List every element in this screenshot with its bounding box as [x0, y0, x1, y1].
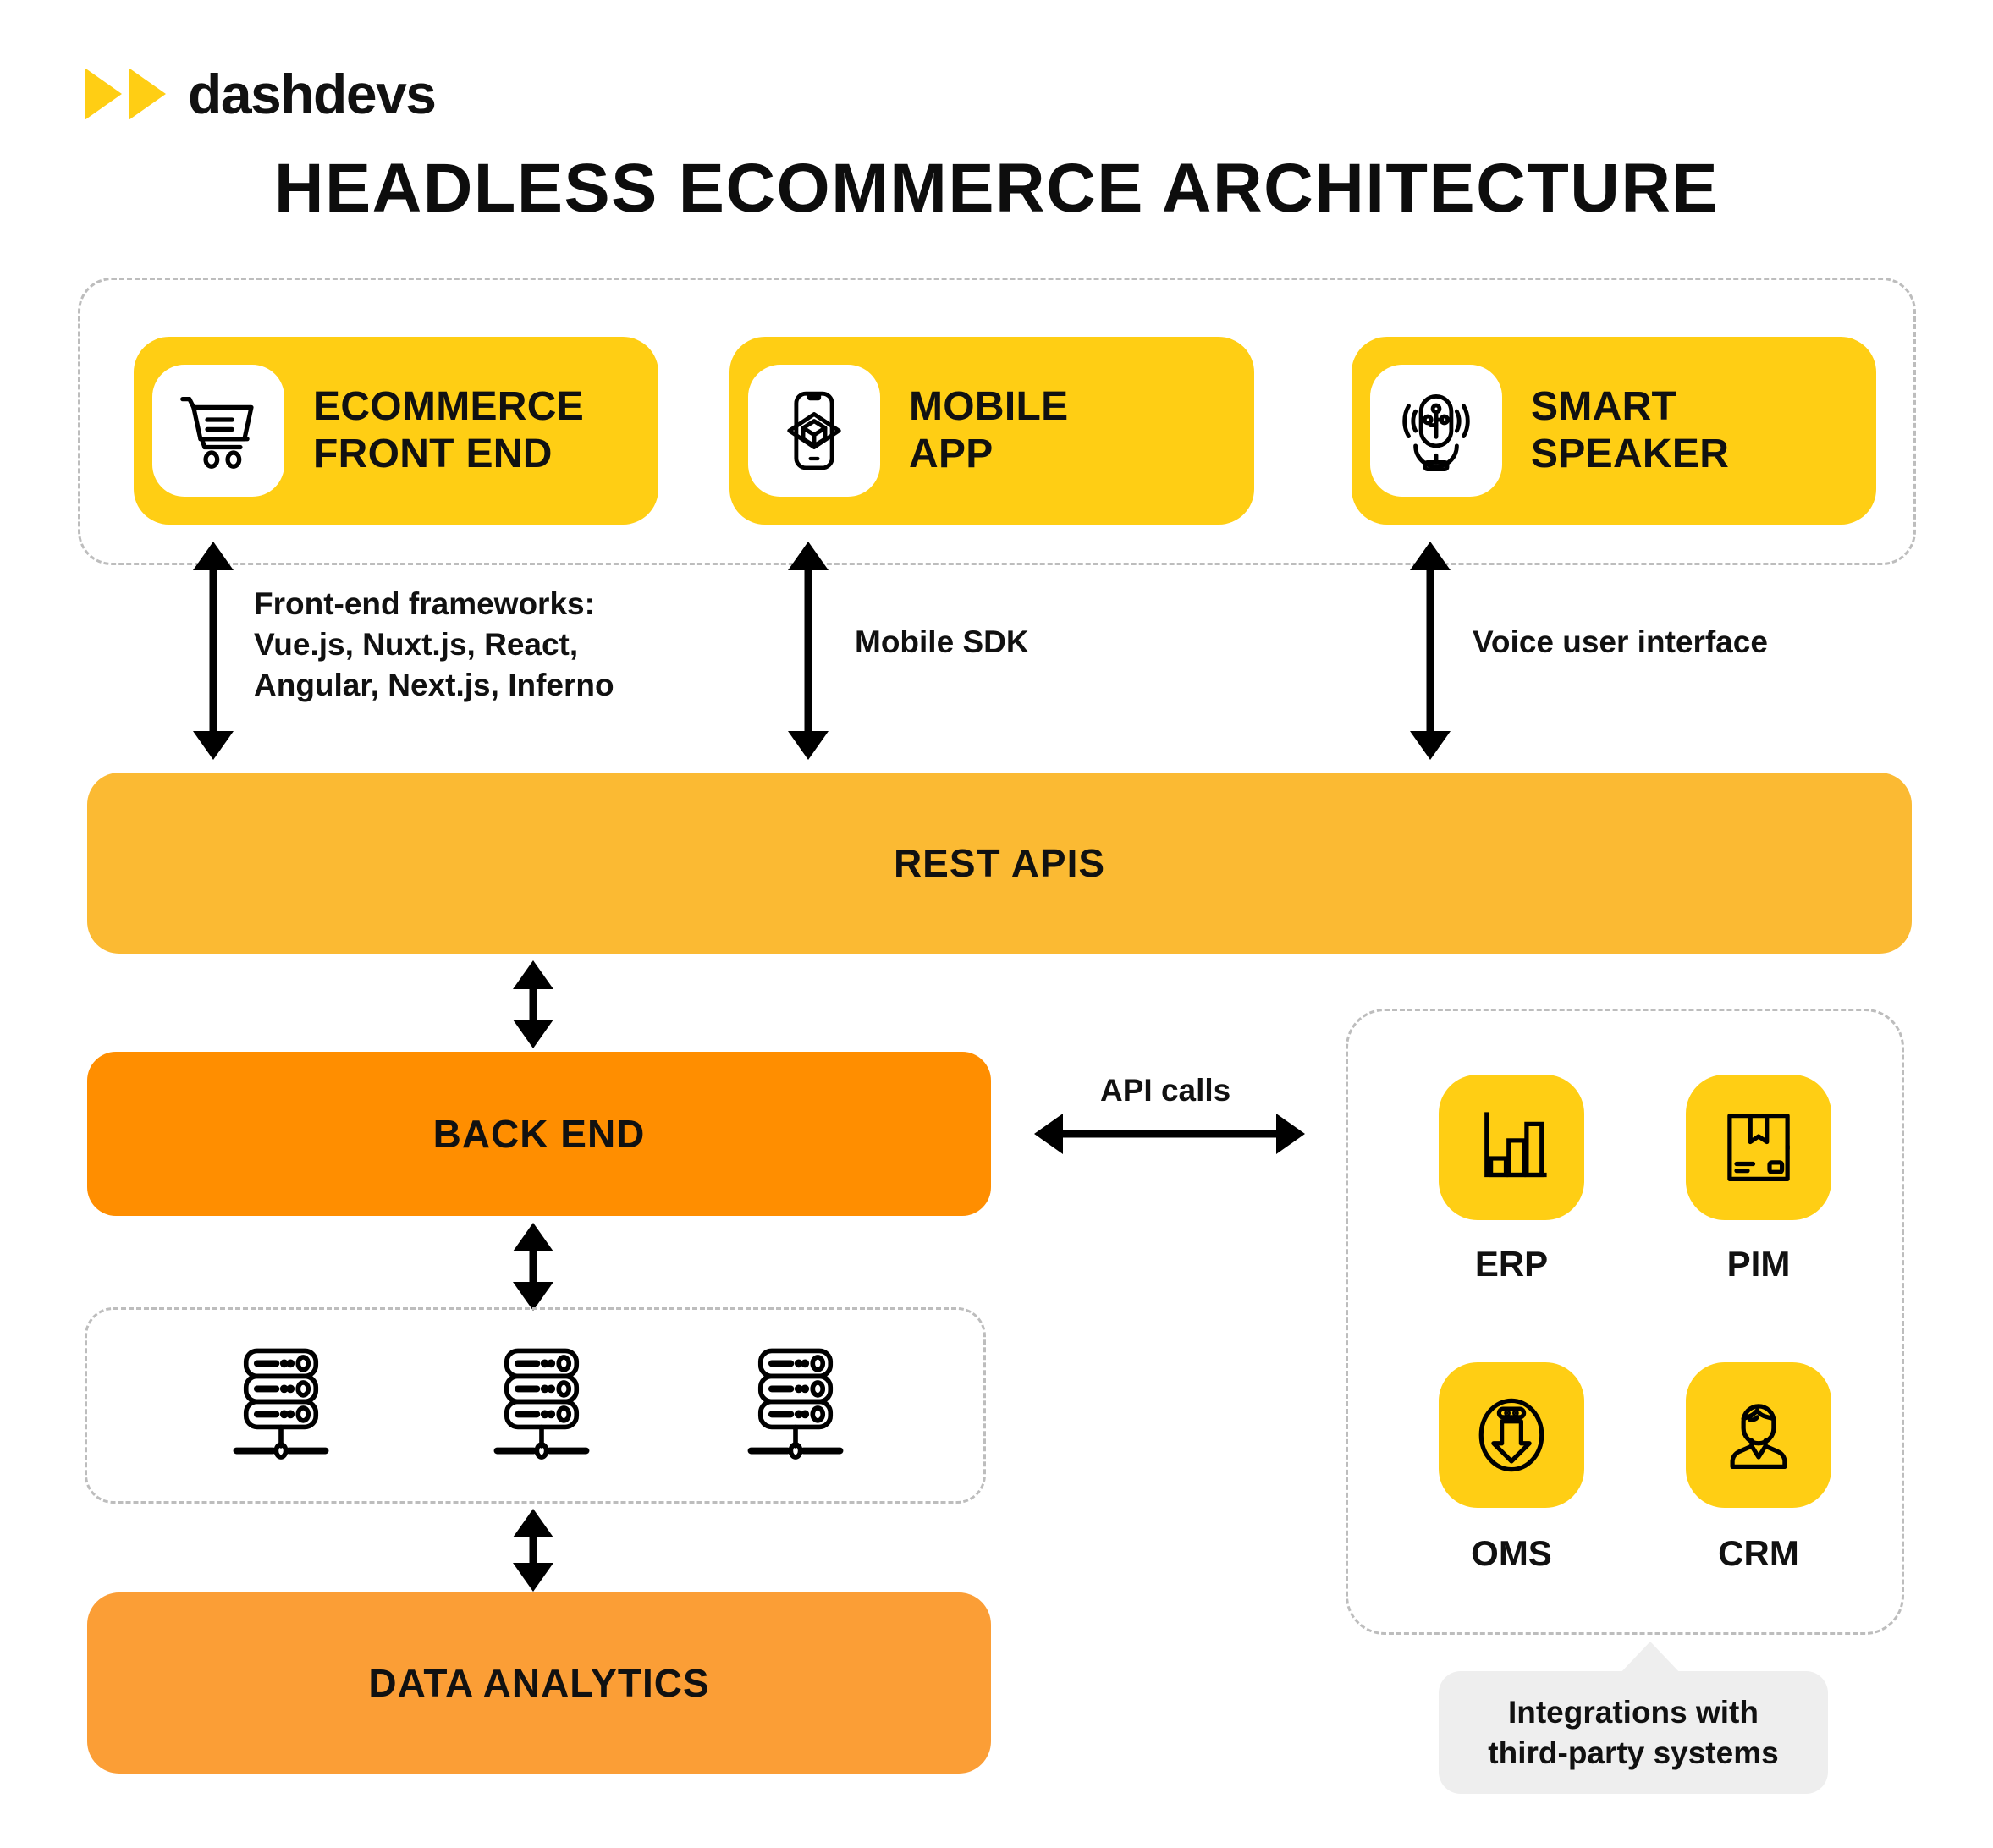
arrow-rest-to-backend [508, 960, 559, 1048]
channel-label: MOBILE APP [909, 384, 1069, 476]
download-arrow-circle-icon[interactable] [1439, 1362, 1584, 1508]
integration-label: CRM [1718, 1533, 1799, 1573]
server-rack-icon [491, 1344, 592, 1473]
bar-chart-icon[interactable] [1439, 1075, 1584, 1220]
channel-card-ecommerce-front-end[interactable]: ECOMMERCE FRONT END [134, 337, 658, 525]
package-box-icon[interactable] [1686, 1075, 1831, 1220]
double-triangle-play-icon [85, 68, 166, 120]
person-avatar-icon[interactable] [1686, 1362, 1831, 1508]
channel-card-smart-speaker[interactable]: SMART SPEAKER [1352, 337, 1876, 525]
layer-rest-apis[interactable]: REST APIS [87, 773, 1912, 954]
integration-label: ERP [1474, 1244, 1549, 1284]
brand-name: dashdevs [188, 63, 437, 125]
layer-data-analytics[interactable]: DATA ANALYTICS [87, 1592, 991, 1774]
server-rack-icon [745, 1344, 846, 1473]
arrow-backend-to-servers [508, 1223, 559, 1311]
channel-label: ECOMMERCE FRONT END [313, 384, 585, 476]
layer-back-end[interactable]: BACK END [87, 1052, 991, 1216]
arrow-mobile-to-rest [783, 542, 834, 760]
layer-label: REST APIS [893, 841, 1106, 885]
integration-label: PIM [1726, 1244, 1791, 1284]
arrow-speaker-to-rest [1405, 542, 1456, 760]
layer-label: BACK END [432, 1112, 646, 1156]
callout-pointer-icon [1618, 1642, 1682, 1675]
integrations-group [1346, 1009, 1904, 1635]
integrations-callout: Integrations with third-party systems [1439, 1671, 1828, 1794]
shopping-cart-icon [152, 365, 284, 497]
arrow-backend-to-integrations [1034, 1108, 1305, 1159]
connector-label-voice-user-interface: Voice user interface [1473, 624, 1768, 659]
mobile-ar-cube-icon [748, 365, 880, 497]
connector-label-mobile-sdk: Mobile SDK [855, 624, 1029, 659]
connector-label-api-calls: API calls [1100, 1073, 1231, 1108]
arrow-ecommerce-to-rest [188, 542, 239, 760]
arrow-servers-to-analytics [508, 1509, 559, 1592]
smart-speaker-microphone-icon [1370, 365, 1502, 497]
servers-group [85, 1307, 986, 1504]
page-title: HEADLESS ECOMMERCE ARCHITECTURE [273, 150, 1720, 227]
channels-group [78, 278, 1916, 565]
channel-label: SMART SPEAKER [1531, 384, 1730, 476]
layer-label: DATA ANALYTICS [368, 1661, 710, 1705]
integration-label: OMS [1471, 1533, 1552, 1573]
brand-logo: dashdevs [85, 63, 437, 125]
connector-label-frameworks: Front-end frameworks: Vue.js, Nuxt.js, R… [254, 586, 614, 703]
channel-card-mobile-app[interactable]: MOBILE APP [729, 337, 1254, 525]
server-rack-icon [230, 1344, 332, 1473]
